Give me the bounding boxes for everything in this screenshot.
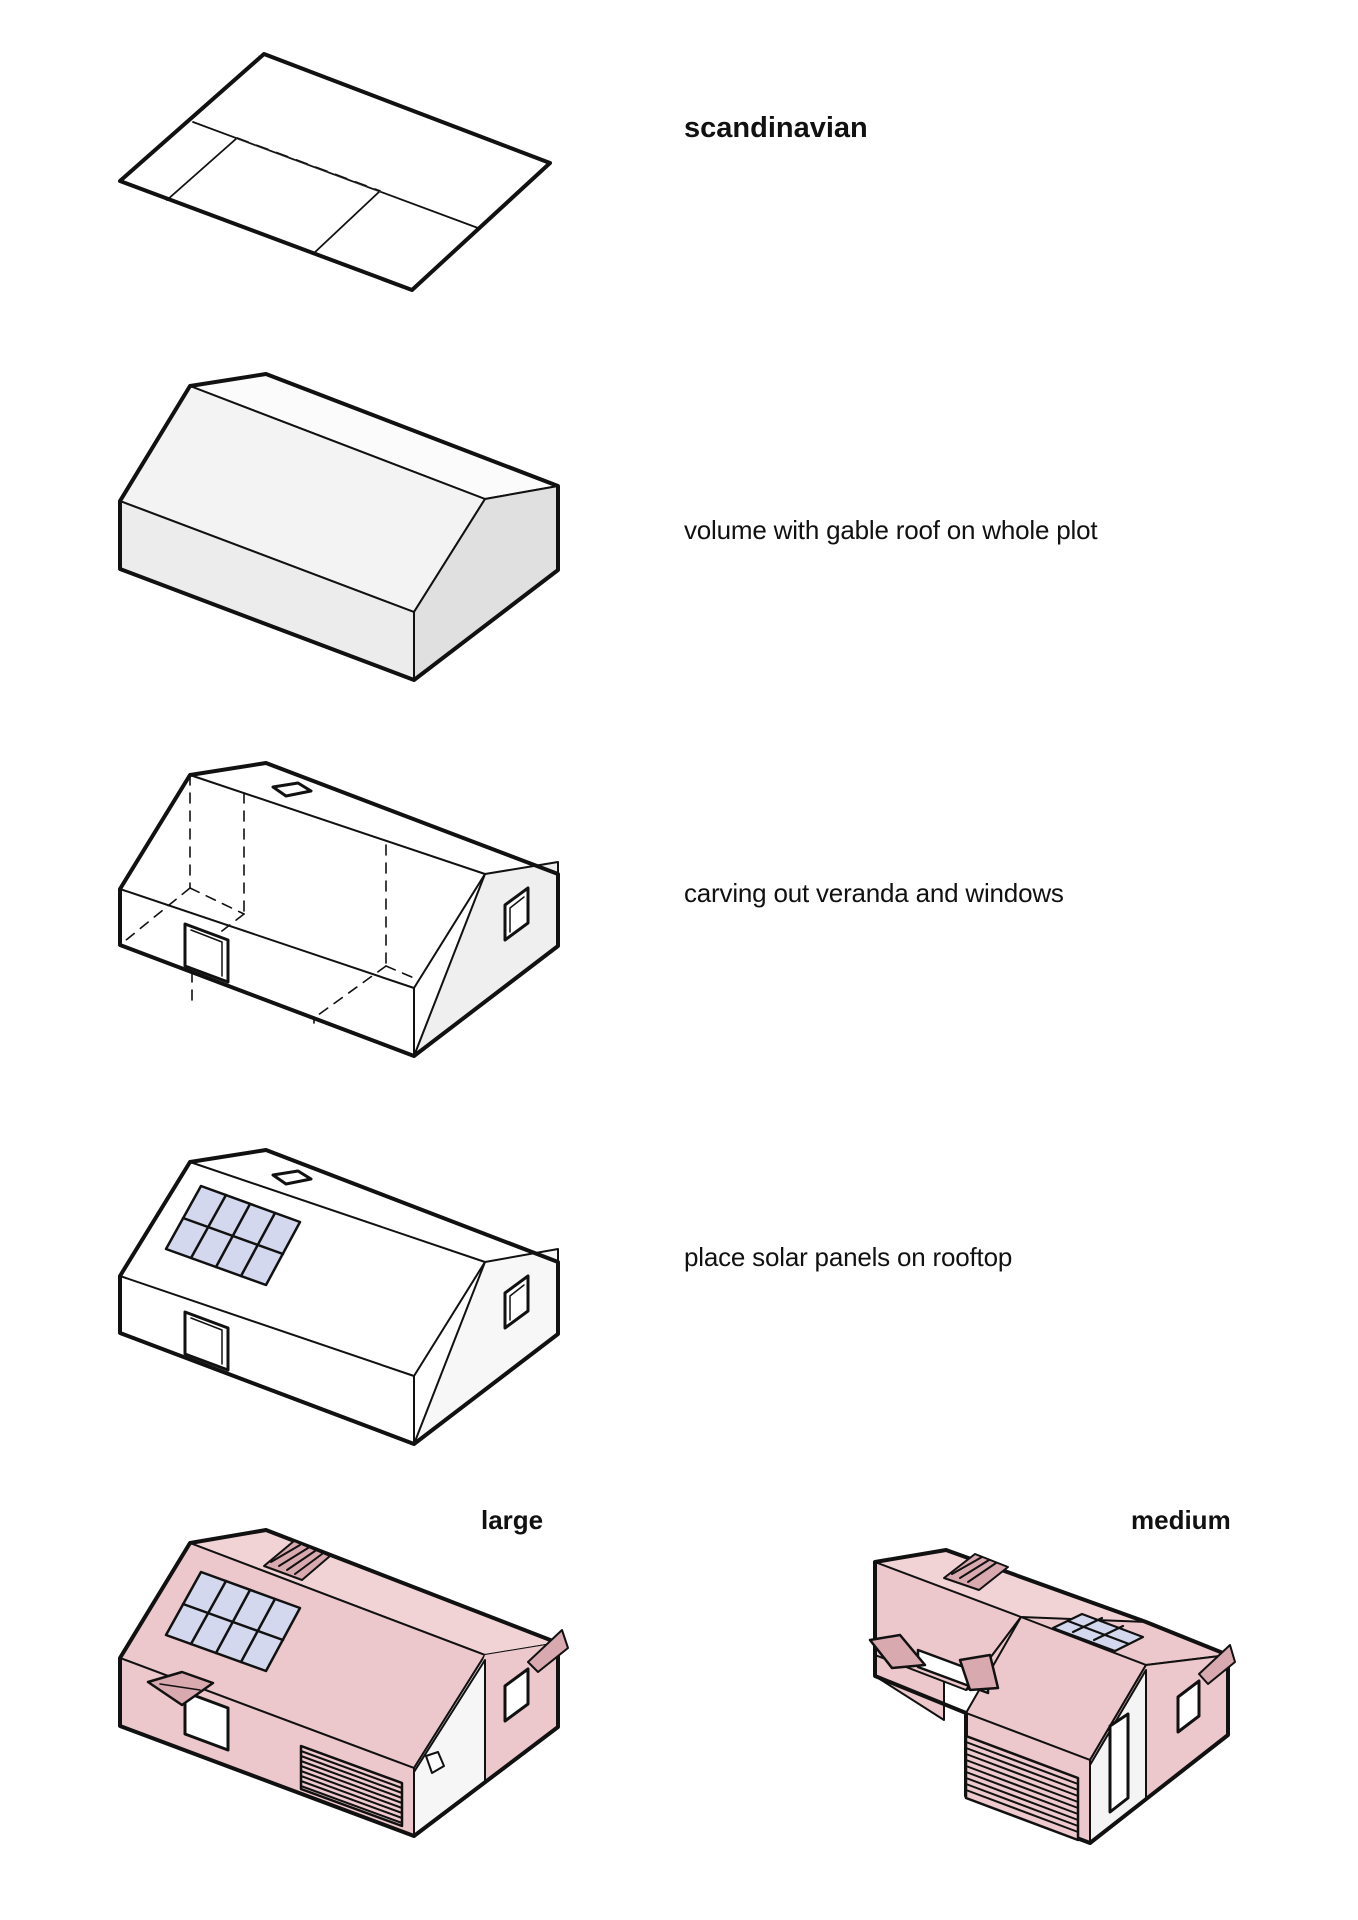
garage-door (964, 1734, 1080, 1842)
gable-volume-diagram (118, 372, 560, 682)
roof-louvre-body (943, 1553, 1009, 1591)
roof-louvre-slat (294, 1553, 323, 1575)
solar-volume-diagram (118, 1148, 560, 1446)
volume-outline (873, 1548, 1230, 1845)
garage-door-slat (300, 1745, 403, 1784)
carve-guide-line (313, 1017, 415, 1057)
garage-door-slat (300, 1775, 403, 1814)
plot-diagram (118, 52, 552, 292)
window-awning (958, 1653, 1000, 1692)
carve-guide-line (189, 887, 245, 915)
volume-outline (118, 372, 560, 682)
ridge-line (189, 774, 486, 875)
step-caption-carving: carving out veranda and windows (684, 878, 1064, 908)
front-window (183, 1690, 230, 1752)
roof-louvre-slat (270, 1544, 301, 1563)
carve-guide-line (119, 887, 191, 946)
solar-panel-grid-line (181, 1216, 285, 1256)
window-shade (527, 1629, 569, 1673)
garage-door-slat (300, 1760, 403, 1799)
front-window (183, 922, 230, 984)
roof-louvre-slat (286, 1550, 316, 1571)
variant-label-large: large (481, 1505, 544, 1535)
eave-line (119, 888, 415, 989)
plot-outline (118, 52, 552, 292)
solar-panel-grid-line (1071, 1616, 1104, 1634)
carve-guide-line (313, 965, 387, 1019)
veranda-inner-face (413, 1248, 559, 1445)
step-caption-gable-volume: volume with gable roof on whole plot (684, 515, 1098, 545)
garage-door-slat (965, 1759, 1079, 1803)
solar-panel-grid-line (1066, 1619, 1131, 1646)
large-house-diagram (118, 1528, 569, 1838)
roof-louvre (263, 1540, 331, 1581)
garage-door-slat (965, 1753, 1079, 1797)
garage-door-slat (300, 1785, 403, 1824)
carve-guide-line (385, 965, 415, 979)
variant-label-medium: medium (1131, 1505, 1231, 1535)
ridge-line (189, 1161, 486, 1263)
veranda-edge (413, 873, 486, 989)
garage-door-slat (965, 1777, 1079, 1821)
roof-louvre (943, 1553, 1009, 1591)
roof-louvre-slat (278, 1547, 309, 1567)
solar-panel-array (164, 1570, 302, 1673)
carved-volume-diagram (118, 761, 560, 1058)
window-shade (1198, 1644, 1236, 1685)
volume-outline (118, 1148, 560, 1446)
garage-door-slat (300, 1770, 403, 1809)
solar-panel-array (1051, 1612, 1145, 1653)
garage-door-slat (965, 1789, 1079, 1833)
garage-door (299, 1744, 404, 1828)
garage-door-slat (300, 1780, 403, 1819)
roof-louvre-slat (959, 1559, 990, 1579)
skylight (271, 781, 313, 798)
solar-panel-grid-line (181, 1602, 285, 1642)
awning-line (159, 1683, 201, 1691)
garage-door-slat (965, 1771, 1079, 1815)
eave-line (119, 1275, 415, 1377)
garage-door-slat (965, 1783, 1079, 1827)
solar-panel-grid-line (1092, 1624, 1125, 1642)
gable-window (503, 1667, 530, 1723)
garage-door-slat (300, 1765, 403, 1804)
diagram-title: scandinavian (684, 112, 868, 144)
window-reveal (509, 1284, 525, 1321)
window-reveal (190, 929, 223, 977)
veranda-door (1108, 1712, 1130, 1814)
garage-door-slat (300, 1755, 403, 1794)
roof-louvre-body (263, 1540, 331, 1581)
plot-dashed-line (236, 137, 381, 192)
window-reveal (190, 1317, 223, 1365)
garage-door-slat (300, 1750, 403, 1789)
window-awning (146, 1670, 215, 1707)
window-reveal (509, 896, 525, 933)
window-awning (868, 1633, 927, 1670)
plot-line (312, 190, 381, 255)
plot-line (166, 137, 238, 201)
veranda-edge (413, 1261, 486, 1377)
roof-louvre-slat (951, 1556, 983, 1575)
roof-louvre-slat (967, 1562, 997, 1583)
garage-door-slat (965, 1747, 1079, 1791)
veranda-hammock (425, 1751, 445, 1774)
veranda-inner-face (413, 861, 559, 1057)
solar-panel-array (164, 1184, 302, 1287)
front-window (183, 1310, 230, 1372)
gable-window (1176, 1679, 1201, 1734)
garage-door-slat (965, 1741, 1079, 1785)
medium-house-diagram (868, 1548, 1236, 1845)
volume-outline (118, 761, 560, 1058)
skylight (271, 1169, 313, 1186)
garage-door-slat (965, 1765, 1079, 1809)
step-caption-solar: place solar panels on rooftop (684, 1242, 1013, 1272)
